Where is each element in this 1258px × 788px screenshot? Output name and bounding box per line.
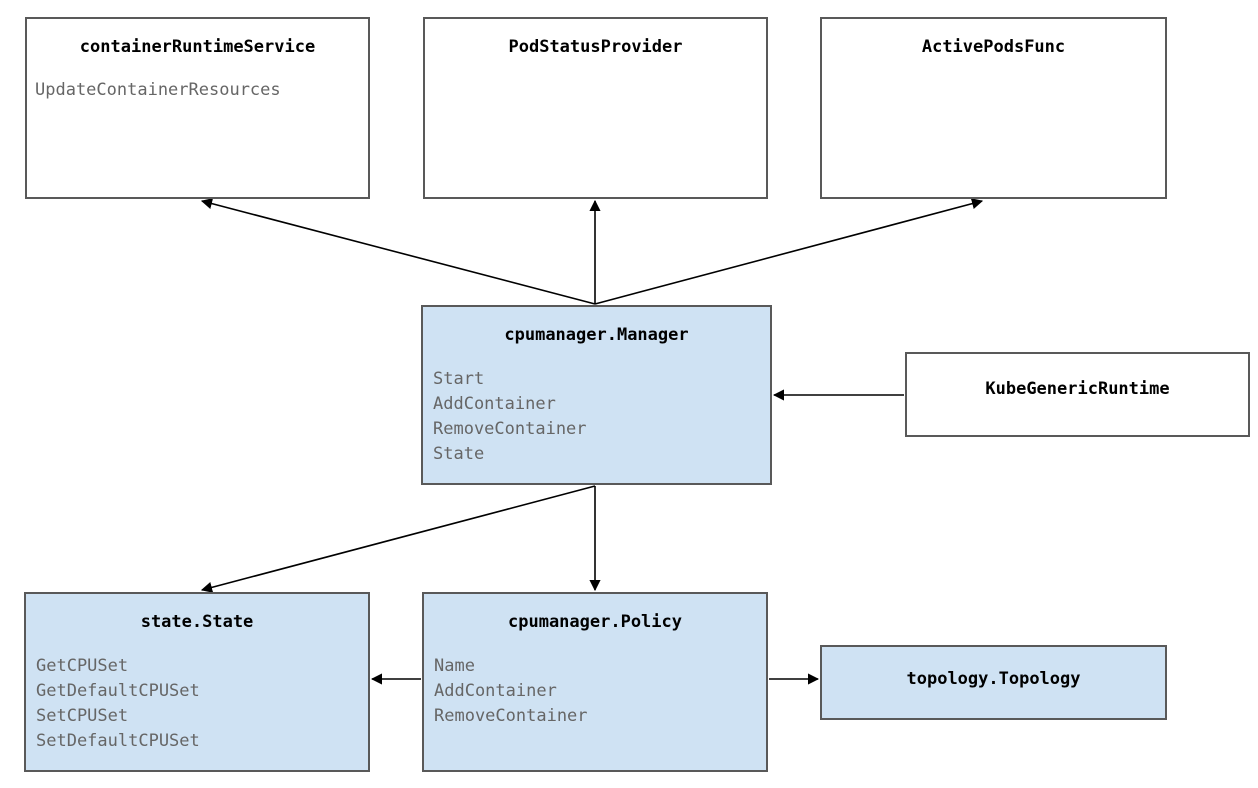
node-cpumanager-policy[interactable]: cpumanager.Policy Name AddContainer Remo… xyxy=(422,592,768,772)
node-title: containerRuntimeService xyxy=(79,37,316,57)
node-title: state.State xyxy=(140,612,254,632)
node-podstatusprovider[interactable]: PodStatusProvider xyxy=(423,17,768,199)
node-state-state[interactable]: state.State GetCPUSet GetDefaultCPUSet S… xyxy=(24,592,370,772)
edge-manager-to-containerruntimeservice xyxy=(200,198,596,305)
node-cpumanager-manager[interactable]: cpumanager.Manager Start AddContainer Re… xyxy=(421,305,772,485)
node-title: topology.Topology xyxy=(906,669,1081,689)
node-title: ActivePodsFunc xyxy=(921,37,1066,57)
node-topology-topology[interactable]: topology.Topology xyxy=(820,645,1167,720)
member-item: SetCPUSet xyxy=(36,706,129,726)
node-activepodsfunc[interactable]: ActivePodsFunc xyxy=(820,17,1167,199)
member-item: RemoveContainer xyxy=(433,419,587,439)
node-title: PodStatusProvider xyxy=(508,37,683,57)
member-item: Name xyxy=(434,656,475,676)
node-title: KubeGenericRuntime xyxy=(985,379,1170,399)
member-item: UpdateContainerResources xyxy=(35,80,281,100)
member-item: AddContainer xyxy=(434,681,557,701)
member-item: GetCPUSet xyxy=(36,656,129,676)
edge-manager-to-state xyxy=(200,485,596,593)
node-member-list: Start AddContainer RemoveContainer State xyxy=(433,367,770,467)
member-item: Start xyxy=(433,369,485,389)
node-member-list: UpdateContainerResources xyxy=(35,78,368,103)
node-kubegenericruntime[interactable]: KubeGenericRuntime xyxy=(905,352,1250,437)
member-item: SetDefaultCPUSet xyxy=(36,731,200,751)
node-containerruntimeservice[interactable]: containerRuntimeService UpdateContainerR… xyxy=(25,17,370,199)
member-item: AddContainer xyxy=(433,394,556,414)
node-member-list: GetCPUSet GetDefaultCPUSet SetCPUSet Set… xyxy=(36,654,368,754)
member-item: State xyxy=(433,444,485,464)
node-member-list: Name AddContainer RemoveContainer xyxy=(434,654,766,729)
member-item: GetDefaultCPUSet xyxy=(36,681,200,701)
edge-manager-to-activepodsfunc xyxy=(594,198,984,305)
node-title: cpumanager.Policy xyxy=(508,612,682,632)
member-item: RemoveContainer xyxy=(434,706,588,726)
node-title: cpumanager.Manager xyxy=(504,325,689,345)
